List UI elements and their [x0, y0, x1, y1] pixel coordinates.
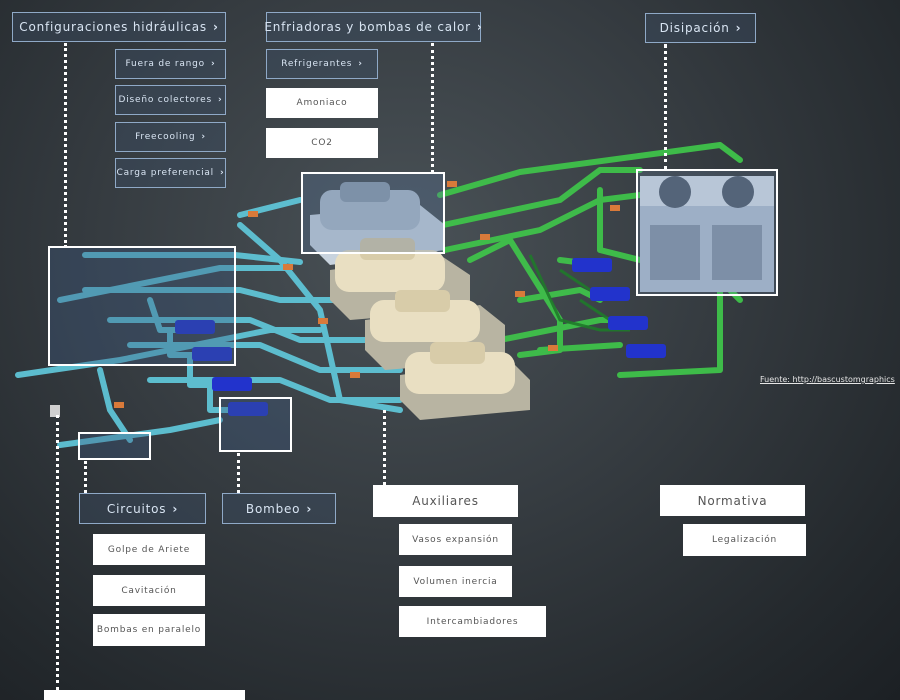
collector-design-label: Diseño colectores: [118, 95, 213, 105]
refrigerants-label: Refrigerantes: [281, 59, 353, 69]
ammonia-label: Amoniaco: [296, 98, 348, 108]
heat-exchangers-label: Intercambiadores: [426, 616, 519, 627]
co2-label: CO2: [311, 138, 333, 148]
chevron-right-icon: ›: [210, 59, 216, 69]
co2-button[interactable]: CO2: [266, 128, 378, 158]
cooling-tower: [640, 176, 774, 292]
pump-group-right: [572, 258, 666, 358]
circuits-label: Circuitos: [106, 501, 167, 516]
preferential-load-button[interactable]: Carga preferencial ›: [115, 158, 226, 188]
pump-group-left: [175, 320, 268, 416]
leader-line-circuits: [84, 461, 87, 493]
hydraulic-configurations-label: Configuraciones hidráulicas: [19, 20, 207, 34]
heat-exchangers-button[interactable]: Intercambiadores: [399, 606, 546, 637]
inertia-volume-label: Volumen inercia: [413, 576, 498, 587]
chevron-right-icon: ›: [219, 168, 225, 178]
parallel-pumps-label: Bombas en paralelo: [96, 625, 202, 635]
regulation-label: Normativa: [697, 493, 768, 508]
dissipation-label: Disipación: [659, 21, 730, 35]
preferential-load-label: Carga preferencial: [116, 168, 214, 178]
chillers-heat-pumps-label: Enfriadoras y bombas de calor: [264, 20, 471, 34]
out-of-range-label: Fuera de rango: [125, 59, 205, 69]
hydraulic-config-highlight[interactable]: [48, 246, 236, 366]
water-hammer-label: Golpe de Ariete: [107, 544, 191, 555]
legalization-label: Legalización: [711, 535, 778, 545]
leader-line-hydraulic: [64, 43, 67, 248]
circuits-highlight[interactable]: [78, 432, 151, 460]
collector-design-button[interactable]: Diseño colectores ›: [115, 85, 226, 115]
legalization-button[interactable]: Legalización: [683, 524, 806, 556]
cavitation-button[interactable]: Cavitación: [93, 575, 205, 606]
bottom-menu-button-partial[interactable]: [44, 690, 245, 700]
leader-line-bottom: [56, 415, 59, 690]
dissipation-highlight[interactable]: [636, 169, 778, 296]
pumping-highlight[interactable]: [219, 397, 292, 452]
chevron-right-icon: ›: [306, 501, 313, 516]
auxiliaries-label: Auxiliares: [412, 494, 479, 508]
chillers-heat-pumps-button[interactable]: Enfriadoras y bombas de calor ›: [264, 12, 483, 42]
out-of-range-button[interactable]: Fuera de rango ›: [115, 49, 226, 79]
water-hammer-button[interactable]: Golpe de Ariete: [93, 534, 205, 565]
circuits-button[interactable]: Circuitos ›: [79, 493, 206, 524]
parallel-pumps-button[interactable]: Bombas en paralelo: [93, 614, 205, 646]
source-credit-link[interactable]: Fuente: http://bascustomgraphics: [760, 375, 895, 384]
chiller-highlight[interactable]: [301, 172, 445, 254]
valves: [114, 181, 620, 408]
chevron-right-icon: ›: [218, 95, 223, 105]
freecooling-button[interactable]: Freecooling ›: [115, 122, 226, 152]
chevron-right-icon: ›: [358, 59, 363, 69]
expansion-vessels-label: Vasos expansión: [412, 534, 499, 545]
ammonia-button[interactable]: Amoniaco: [266, 88, 378, 118]
leader-line-dissipation: [664, 44, 667, 170]
expansion-vessels-button[interactable]: Vasos expansión: [399, 524, 512, 555]
chiller-units: [310, 182, 530, 420]
chevron-right-icon: ›: [735, 21, 742, 35]
pumping-label: Bombeo: [245, 501, 301, 516]
freecooling-label: Freecooling: [135, 132, 196, 142]
refrigerants-button[interactable]: Refrigerantes ›: [266, 49, 378, 79]
hydraulic-configurations-button[interactable]: Configuraciones hidráulicas ›: [12, 12, 226, 42]
sensor: [50, 405, 60, 417]
cavitation-label: Cavitación: [121, 585, 177, 596]
chevron-right-icon: ›: [212, 20, 219, 34]
leader-line-auxiliaries: [383, 410, 386, 485]
chiller-unit: [400, 342, 530, 420]
chevron-right-icon: ›: [476, 20, 483, 34]
inertia-volume-button[interactable]: Volumen inercia: [399, 566, 512, 597]
leader-line-pumping: [237, 453, 240, 493]
chevron-right-icon: ›: [172, 501, 179, 516]
regulation-button[interactable]: Normativa: [660, 485, 805, 516]
leader-line-chillers: [431, 43, 434, 173]
dissipation-button[interactable]: Disipación ›: [645, 13, 756, 43]
chevron-right-icon: ›: [201, 132, 206, 142]
auxiliaries-button[interactable]: Auxiliares: [373, 485, 518, 517]
pumping-button[interactable]: Bombeo ›: [222, 493, 336, 524]
